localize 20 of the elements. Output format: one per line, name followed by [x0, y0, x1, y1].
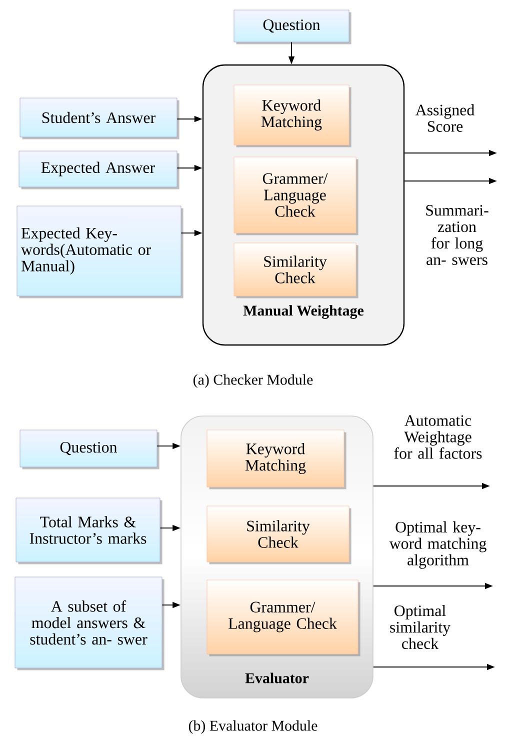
edge-label: Optimal key- word matching algorithm: [389, 521, 486, 569]
input-box: Question: [234, 10, 352, 44]
edge-label: Optimal similarity check: [390, 604, 450, 650]
process-box: Grammer/ Language Check: [234, 156, 358, 236]
input-box: Student’s Answer: [20, 98, 180, 140]
caption: (b) Evaluator Module: [188, 720, 318, 734]
input-box: Expected Answer: [18, 150, 180, 190]
process-box: Similarity Check: [234, 242, 358, 298]
input-box: Question: [20, 430, 160, 470]
process-box: Keyword Matching: [234, 84, 352, 148]
input-box: A subset of model answers & student’s an- swer: [14, 576, 164, 670]
edge-label: Assigned Score: [415, 104, 474, 132]
edge-label: Automatic Weightage for all factors: [394, 415, 482, 459]
process-box: Keyword Matching: [206, 430, 346, 490]
process-box: Similarity Check: [206, 506, 352, 564]
caption: (a) Checker Module: [193, 374, 313, 388]
input-box: Total Marks & Instructor’s marks: [16, 498, 162, 564]
input-box: Expected Key- words(Automatic or Manual): [16, 206, 184, 298]
edge-label: Summari- zation for long an- swers: [426, 205, 488, 266]
process-box: Grammer/ Language Check: [206, 580, 360, 656]
